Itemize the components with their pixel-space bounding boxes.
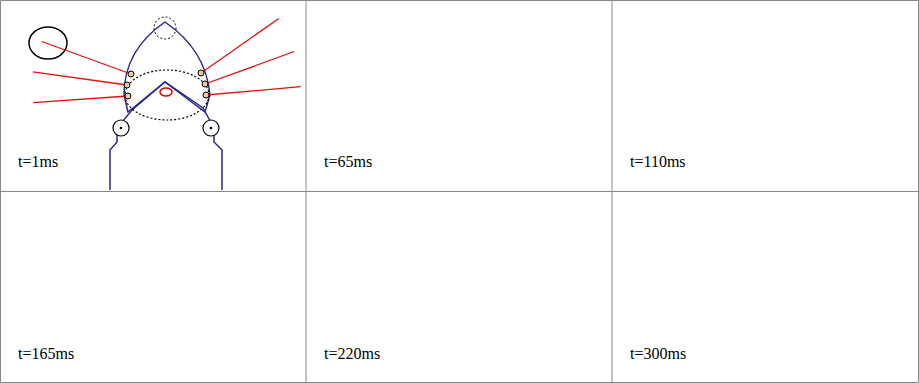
force-line — [33, 72, 127, 85]
force-line — [205, 52, 294, 84]
time-label: t=1ms — [16, 153, 60, 171]
time-label: t=110ms — [628, 153, 688, 171]
target-ellipse — [29, 27, 67, 59]
panel — [29, 17, 301, 190]
grid-line — [1, 382, 919, 383]
time-label: t=300ms — [628, 345, 688, 363]
force-line — [201, 19, 279, 73]
grid-line — [0, 191, 919, 192]
scene — [33, 17, 301, 190]
joint-dot — [210, 127, 213, 130]
dotted-circle — [125, 70, 209, 120]
contact-point — [198, 70, 204, 76]
contact-point — [202, 81, 208, 87]
joint-circle — [113, 120, 129, 136]
force-line — [42, 42, 131, 74]
force-line — [206, 87, 301, 95]
hand-outline — [110, 82, 222, 190]
contact-point — [125, 93, 131, 99]
time-label: t=220ms — [322, 345, 382, 363]
time-label: t=165ms — [16, 345, 76, 363]
contact-point — [203, 92, 209, 98]
joint-dot — [120, 127, 123, 130]
object-outline — [124, 22, 210, 112]
time-label: t=65ms — [322, 153, 374, 171]
contact-point — [124, 82, 130, 88]
contact-point — [128, 71, 134, 77]
grid-line — [1, 0, 919, 1]
center-mark — [160, 88, 172, 96]
joint-circle — [203, 120, 219, 136]
force-line — [33, 96, 128, 103]
